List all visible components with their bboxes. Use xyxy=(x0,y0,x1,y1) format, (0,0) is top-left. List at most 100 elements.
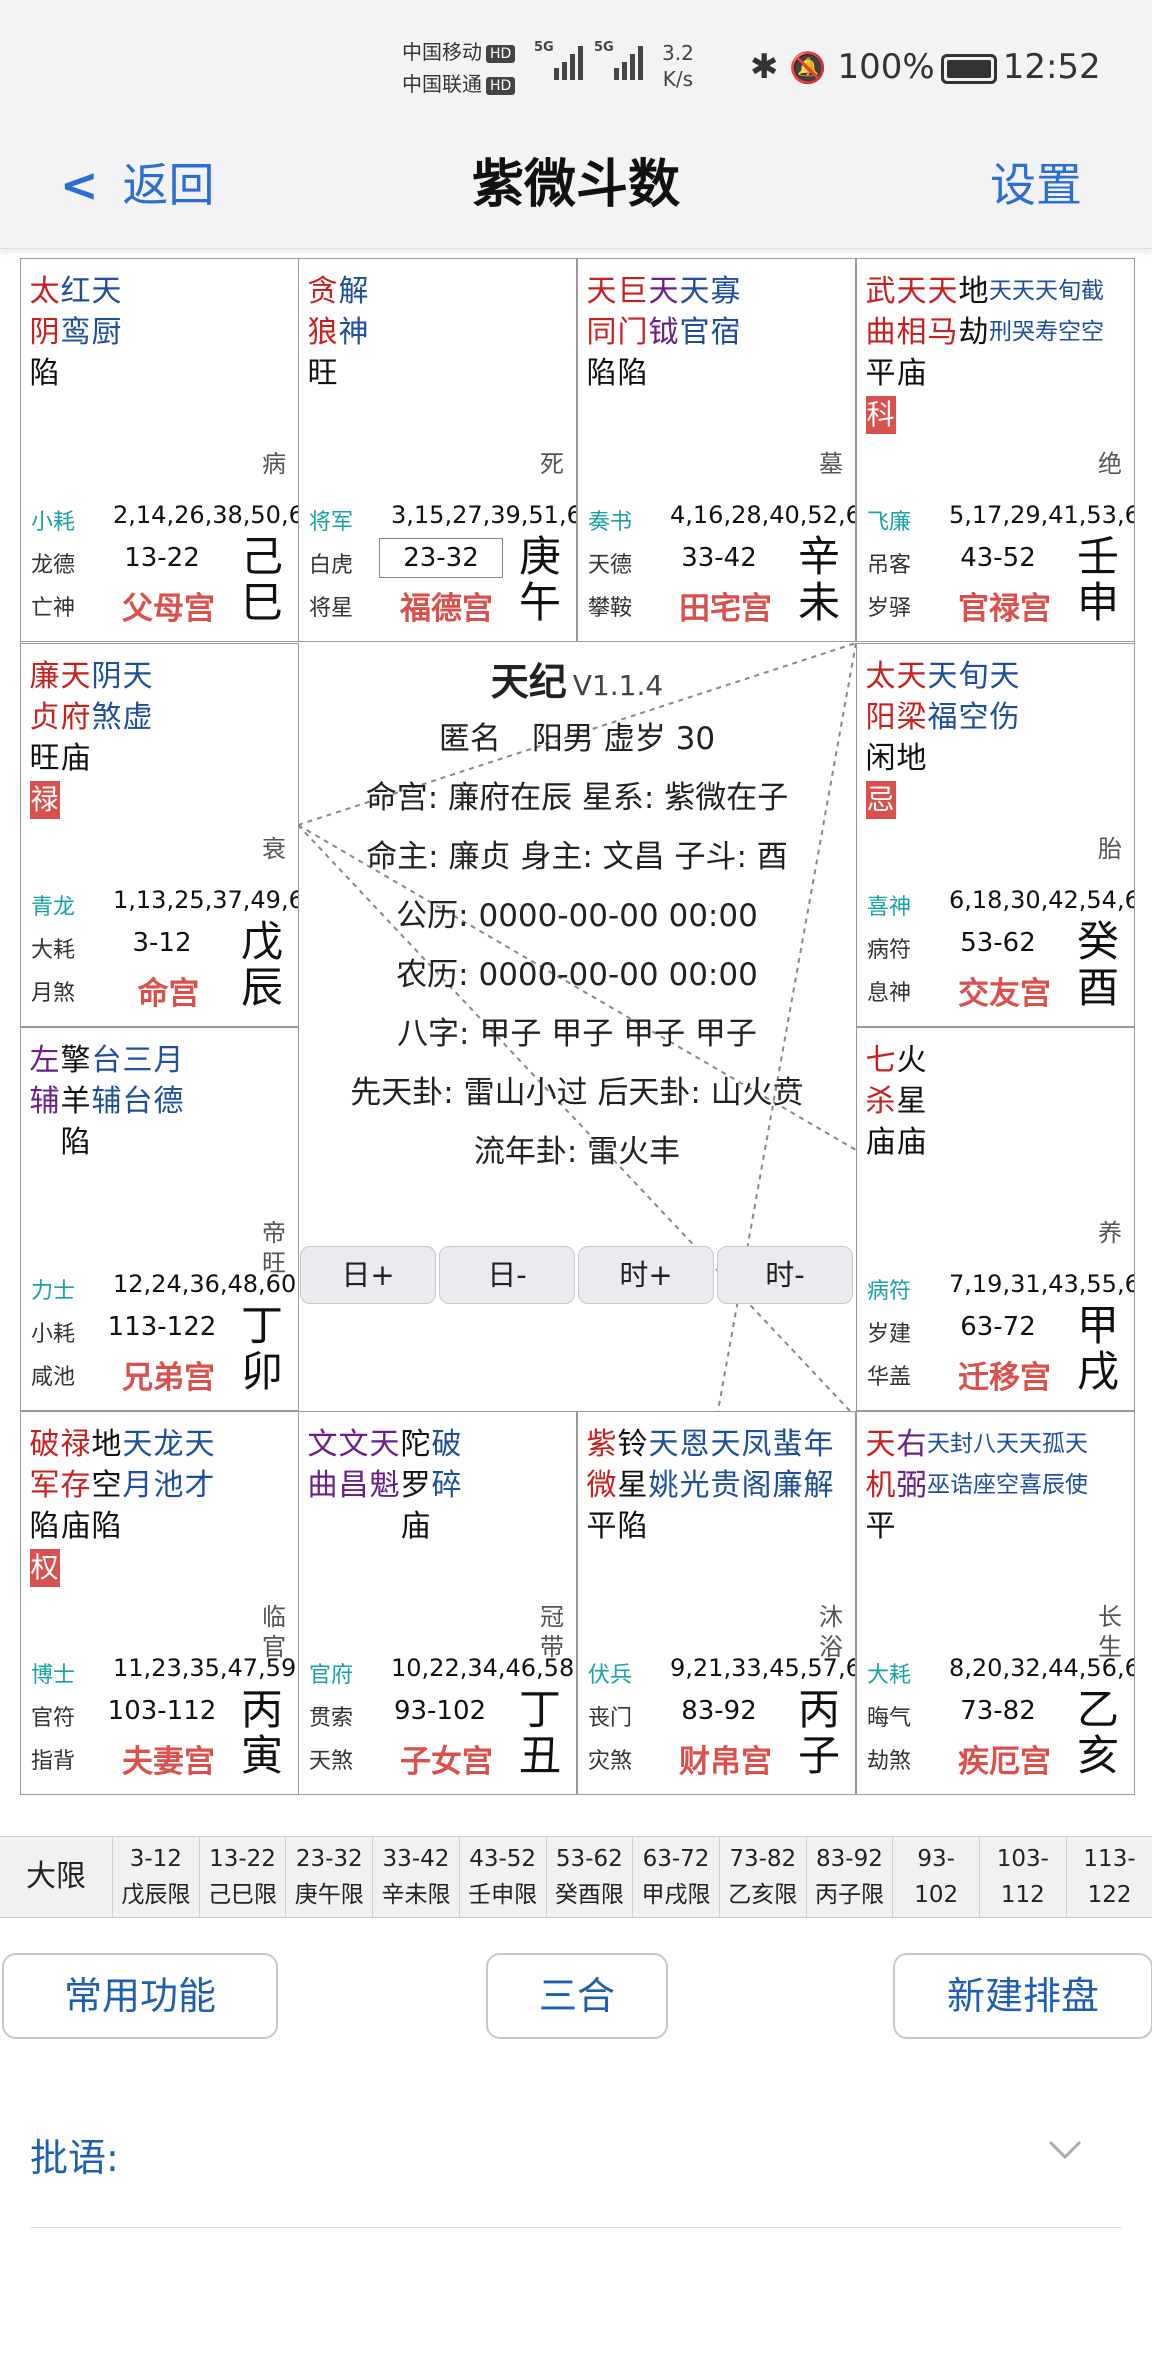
daxian-ganzhi: 乙亥限 xyxy=(728,1882,798,1908)
back-button[interactable]: <返回 xyxy=(60,158,215,212)
star-name: 截空 xyxy=(1081,278,1104,345)
hour-plus-button[interactable]: 时+ xyxy=(578,1246,714,1304)
ganzhi-char: 辰 xyxy=(240,963,283,1012)
liunian-ages: 3,15,27,39,51,63 xyxy=(391,501,577,529)
liunian-ages: 8,20,32,44,56,68 xyxy=(949,1654,1135,1682)
chevron-down-icon[interactable] xyxy=(1048,2140,1082,2160)
star: 旬空 xyxy=(958,656,989,779)
ganzhi: 丁卯 xyxy=(240,1303,284,1395)
star: 地劫 xyxy=(958,271,989,394)
star-name: 天马 xyxy=(927,274,958,350)
daxian-range: 3-12 xyxy=(132,928,192,958)
info-line: 先天卦: 雷山小过 后天卦: 山火贲 xyxy=(350,1075,804,1111)
daxian-item[interactable]: 103-112 xyxy=(979,1837,1066,1917)
suiqian-star: 龙德 xyxy=(31,553,76,578)
ganzhi-char: 卯 xyxy=(240,1347,283,1396)
star: 台辅 xyxy=(91,1040,122,1163)
palace-cell[interactable]: 七杀庙火星庙养病符7,19,31,43,55,67岁建63-72华盖迁移宫甲戌身… xyxy=(856,1027,1135,1411)
notes-label[interactable]: 批语: xyxy=(30,2136,119,2180)
ganzhi: 癸酉 xyxy=(1076,919,1120,1011)
star-name: 凤阁 xyxy=(741,1427,772,1503)
star-brightness xyxy=(60,353,91,394)
sihua-badge: 科 xyxy=(865,396,896,434)
suiqian-star: 小耗 xyxy=(31,1322,76,1347)
suiqian-star: 丧门 xyxy=(588,1706,633,1731)
palace-name: 父母宫 xyxy=(122,591,215,627)
star: 天钺 xyxy=(648,271,679,394)
jiangqian-star: 指背 xyxy=(31,1749,76,1774)
star-brightness: 陷 xyxy=(617,356,648,391)
sanhe-button[interactable]: 三合 xyxy=(486,1953,668,2039)
star: 孤辰 xyxy=(1042,1424,1065,1547)
palace-cell[interactable]: 破军陷权禄存庙地空陷天月龙池天才临官博士11,23,35,47,59,71官符1… xyxy=(20,1411,299,1795)
ganzhi-char: 丁 xyxy=(240,1301,283,1350)
star: 天府庙 xyxy=(60,656,91,779)
star: 旬空 xyxy=(1058,271,1081,394)
daxian-item[interactable]: 93-102 xyxy=(892,1837,979,1917)
palace-cell[interactable]: 左辅擎羊陷台辅三台月德帝旺力士12,24,36,48,60,72小耗113-12… xyxy=(20,1027,299,1411)
star-name: 七杀 xyxy=(865,1043,896,1119)
ganzhi: 戊辰 xyxy=(240,919,284,1011)
star-brightness xyxy=(1065,1506,1088,1547)
suiqian-star: 大耗 xyxy=(31,938,76,963)
star-name: 天府 xyxy=(60,659,91,735)
palace-name: 财帛宫 xyxy=(679,1744,772,1780)
ganzhi: 己巳 xyxy=(240,534,284,626)
star-brightness xyxy=(648,1506,679,1547)
star-brightness: 旺 xyxy=(307,356,338,391)
daxian-range: 113-122 xyxy=(107,1312,217,1342)
ganzhi-char: 戌 xyxy=(1076,1347,1119,1396)
common-functions-button[interactable]: 常用功能 xyxy=(2,1953,278,2039)
star-name: 天同 xyxy=(586,274,617,350)
liunian-ages: 12,24,36,48,60,72 xyxy=(113,1270,298,1298)
star-name: 天伤 xyxy=(989,659,1020,735)
star: 天魁 xyxy=(369,1424,400,1547)
clock: 12:52 xyxy=(1002,47,1101,87)
settings-button[interactable]: 设置 xyxy=(990,158,1082,212)
star-brightness xyxy=(772,1506,803,1547)
star: 太阴陷 xyxy=(29,271,60,394)
star-brightness xyxy=(741,1506,772,1547)
daxian-ganzhi: 112 xyxy=(1000,1882,1045,1908)
new-chart-button[interactable]: 新建排盘 xyxy=(893,1953,1152,2039)
ganzhi-char: 申 xyxy=(1076,578,1119,627)
star: 解神 xyxy=(338,271,369,394)
day-plus-button[interactable]: 日+ xyxy=(300,1246,436,1304)
palace-cell[interactable]: 文曲文昌天魁陀罗庙破碎冠带官府10,22,34,46,58,70贯索93-102… xyxy=(298,1411,577,1795)
ganzhi-char: 甲 xyxy=(1076,1301,1119,1350)
star: 年解 xyxy=(803,1424,834,1547)
star: 地空陷 xyxy=(91,1424,122,1547)
star-name: 贪狼 xyxy=(307,274,338,350)
daxian-ganzhi: 丙子限 xyxy=(814,1882,884,1908)
daxian-item[interactable]: 113-122 xyxy=(1065,1837,1152,1917)
hour-minus-button[interactable]: 时- xyxy=(717,1246,853,1304)
star-name: 天哭 xyxy=(1012,278,1035,345)
star-name: 恩光 xyxy=(679,1427,710,1503)
star-name: 天相 xyxy=(896,274,927,350)
liunian-ages: 7,19,31,43,55,67 xyxy=(949,1270,1135,1298)
ganzhi-char: 庚 xyxy=(518,532,561,581)
star-brightness xyxy=(1035,353,1058,394)
ganzhi: 壬申 xyxy=(1076,534,1120,626)
star: 文曲 xyxy=(307,1424,338,1547)
star-name: 龙池 xyxy=(153,1427,184,1503)
day-minus-button[interactable]: 日- xyxy=(439,1246,575,1304)
star-name: 破碎 xyxy=(431,1427,462,1503)
